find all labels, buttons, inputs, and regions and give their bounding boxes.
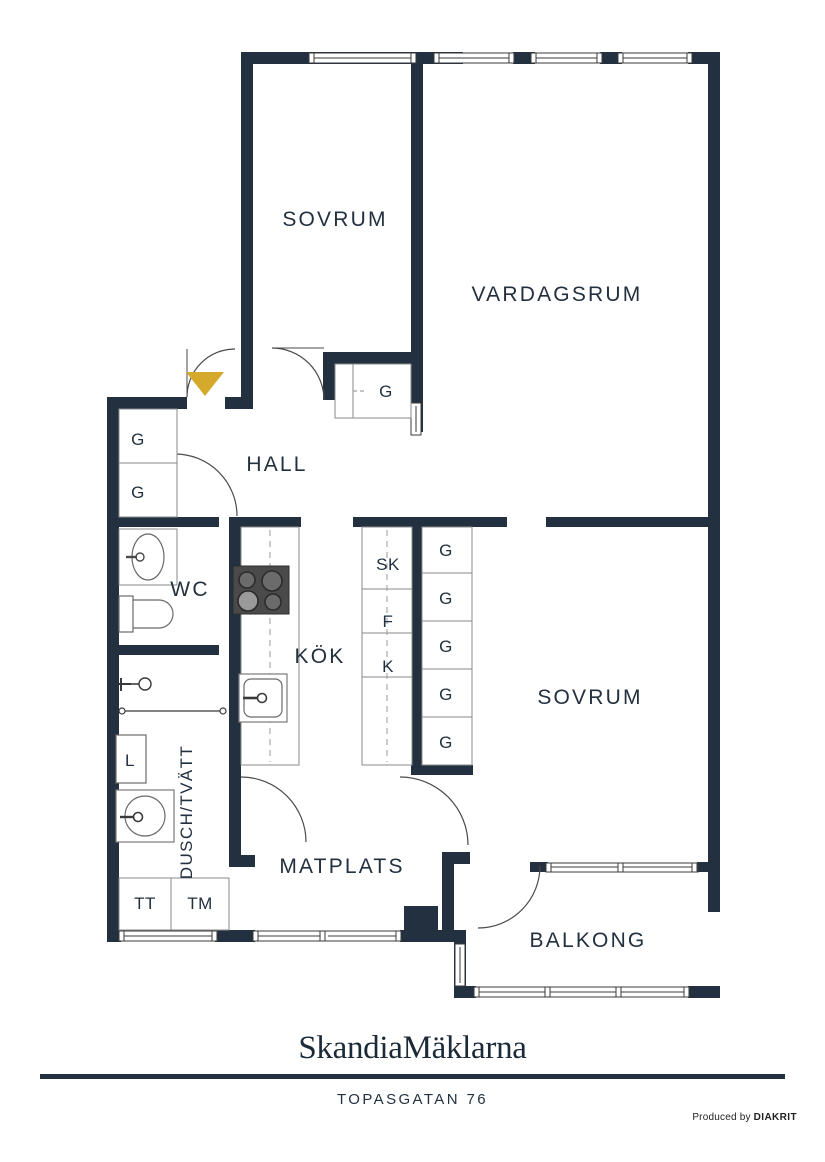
laundry-fixtures xyxy=(115,677,230,931)
produced-by-prefix: Produced by xyxy=(692,1112,754,1123)
brand-logo: SkandiaMäklarna xyxy=(298,1030,527,1066)
room-label-matplats: MATPLATS xyxy=(279,855,404,878)
room-label-dusch-tvatt: DUSCH/TVÄTT xyxy=(177,745,196,879)
room-label-sovrum-right: SOVRUM xyxy=(537,686,642,709)
cabinet-label-vardagsrum-g: G xyxy=(379,382,393,401)
cabinet-label-sovrum-g-1: G xyxy=(439,541,453,560)
entrance-marker-icon xyxy=(186,372,224,396)
cabinet-label-kitchen-sk: SK xyxy=(376,555,400,574)
room-label-hall: HALL xyxy=(246,453,307,476)
room-label-vardagsrum: VARDAGSRUM xyxy=(472,283,643,306)
room-label-wc: WC xyxy=(170,578,209,601)
room-label-balkong: BALKONG xyxy=(530,929,647,952)
pantry-column xyxy=(361,526,413,766)
cabinet-label-hall-g-1: G xyxy=(131,430,145,449)
doors-layer xyxy=(174,347,541,929)
room-label-sovrum-top: SOVRUM xyxy=(282,208,387,231)
kitchen-counter xyxy=(232,526,300,766)
wc-fixtures xyxy=(118,528,178,633)
vardagsrum-closet-block xyxy=(334,363,412,419)
labels-layer: SOVRUM VARDAGSRUM HALL WC KÖK DUSCH/TVÄT… xyxy=(125,208,647,952)
windows-layer xyxy=(118,52,699,998)
cabinet-label-laundry-l: L xyxy=(125,751,135,770)
footer: SkandiaMäklarna TOPASGATAN 76 Produced b… xyxy=(0,1010,825,1162)
walls-layer xyxy=(107,52,720,998)
produced-by-credit: Produced by DIAKRIT xyxy=(692,1112,797,1123)
fixtures-layer xyxy=(115,363,473,931)
floor-plan-container: SOVRUM VARDAGSRUM HALL WC KÖK DUSCH/TVÄT… xyxy=(107,52,720,998)
cabinet-label-hall-g-2: G xyxy=(131,483,145,502)
cabinet-label-sovrum-g-5: G xyxy=(439,733,453,752)
property-address: TOPASGATAN 76 xyxy=(337,1091,488,1108)
cabinet-label-kitchen-k: K xyxy=(382,657,394,676)
cabinet-label-sovrum-g-2: G xyxy=(439,589,453,608)
hall-closet-block xyxy=(118,408,178,518)
footer-divider xyxy=(40,1074,785,1079)
room-label-kok: KÖK xyxy=(295,645,346,668)
cabinet-label-laundry-tm: TM xyxy=(187,894,213,913)
cabinet-label-kitchen-f: F xyxy=(383,612,394,631)
floor-plan-drawing: SOVRUM VARDAGSRUM HALL WC KÖK DUSCH/TVÄT… xyxy=(107,52,720,998)
cabinet-label-sovrum-g-3: G xyxy=(439,637,453,656)
produced-by-brand: DIAKRIT xyxy=(753,1112,797,1123)
sovrum-wardrobe-column xyxy=(421,526,473,766)
cabinet-label-laundry-tt: TT xyxy=(134,894,156,913)
cabinet-label-sovrum-g-4: G xyxy=(439,685,453,704)
